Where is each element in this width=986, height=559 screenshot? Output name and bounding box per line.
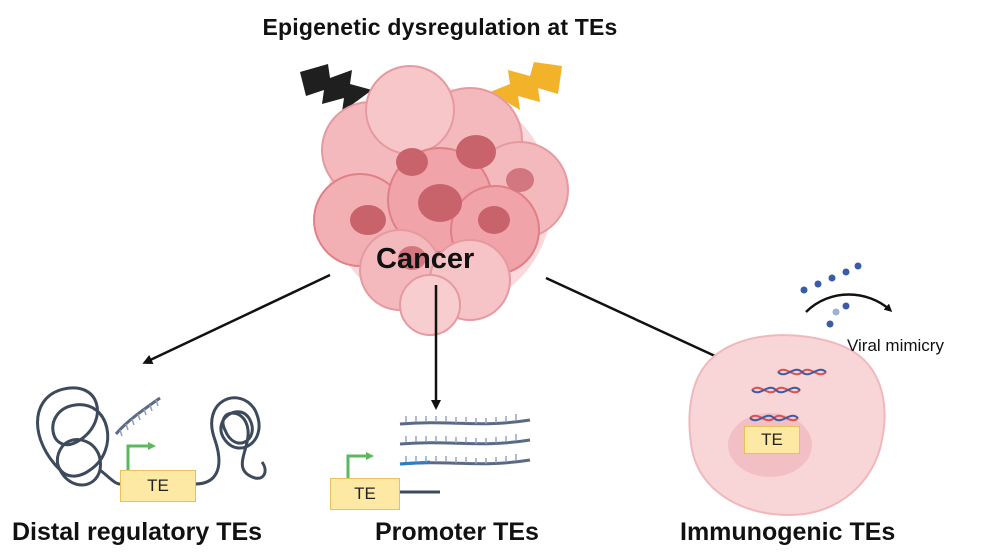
rna-fragment-icon xyxy=(114,396,161,437)
te-box-promoter: TE xyxy=(330,478,400,510)
chromatin-loop-right xyxy=(194,396,267,486)
arrow-to-immunogenic xyxy=(545,276,732,365)
viral-mimicry-label: Viral mimicry xyxy=(847,336,944,355)
viral-particles-icon xyxy=(800,262,862,328)
figure-title: Epigenetic dysregulation at TEs xyxy=(262,14,618,40)
dna-helix-icon xyxy=(749,368,827,422)
promoter-label: Promoter TEs xyxy=(375,518,539,546)
transcripts-icon xyxy=(399,414,531,466)
te-box-distal: TE xyxy=(120,470,196,502)
lightning-bolt-gold-icon xyxy=(490,62,562,110)
tss-arrow-promoter-icon xyxy=(346,452,374,478)
arrow-to-distal xyxy=(142,273,331,364)
lightning-bolt-dark-icon xyxy=(300,64,372,112)
viral-mimicry-arrow xyxy=(805,293,893,313)
tss-arrow-distal-icon xyxy=(126,442,156,470)
te-box-immunogenic: TE xyxy=(744,426,800,454)
immunogenic-label: Immunogenic TEs xyxy=(680,518,896,546)
cancer-cell-cluster xyxy=(313,65,569,336)
chromatin-loop-left xyxy=(36,386,121,487)
cancer-label: Cancer xyxy=(376,243,475,275)
distal-regulatory-label: Distal regulatory TEs xyxy=(12,518,263,546)
